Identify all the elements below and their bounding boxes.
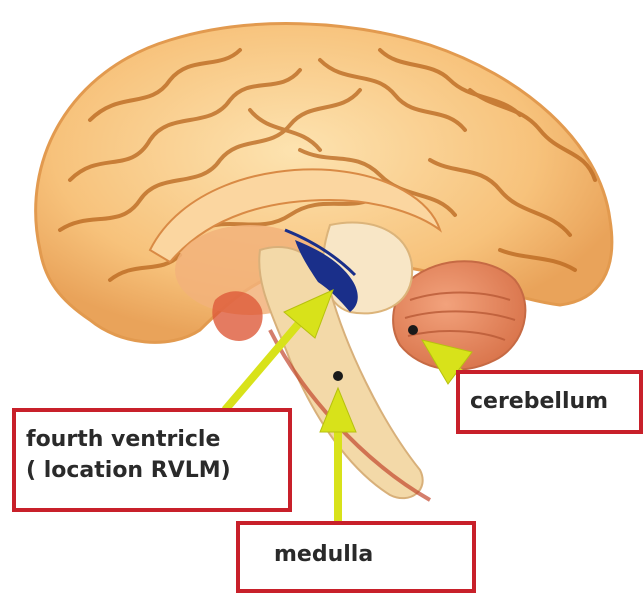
label-fourth-ventricle-line1: fourth ventricle [26, 424, 278, 455]
label-medulla-text: medulla [274, 539, 472, 570]
label-fourth-ventricle-line2: ( location RVLM) [26, 455, 278, 486]
label-cerebellum: cerebellum [456, 370, 643, 434]
label-medulla: medulla [236, 521, 476, 593]
cerebellum-dot [408, 325, 418, 335]
medulla-dot [333, 371, 343, 381]
label-cerebellum-text: cerebellum [470, 386, 639, 417]
label-fourth-ventricle: fourth ventricle ( location RVLM) [12, 408, 292, 512]
